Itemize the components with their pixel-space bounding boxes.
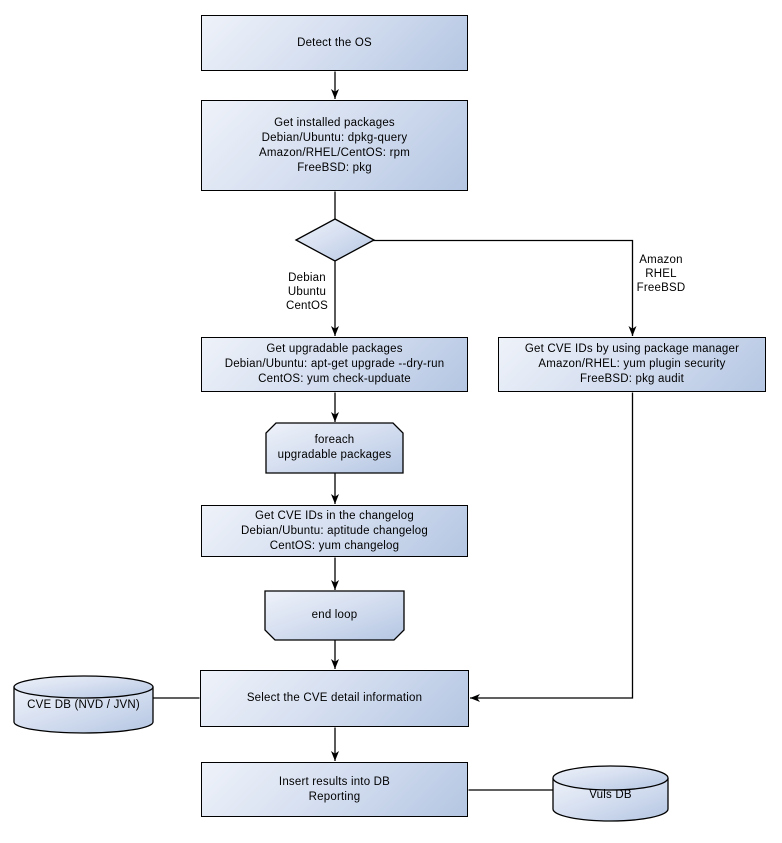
- detect-os-box: Detect the OS: [201, 15, 468, 71]
- branch-label-amazon-rhel-freebsd: Amazon RHEL FreeBSD: [636, 254, 686, 294]
- vuls-db-label: Vuls DB: [589, 788, 632, 801]
- get-installed-packages-box: Get installed packages Debian/Ubuntu: dp…: [201, 100, 468, 191]
- insert-results-box: Insert results into DB Reporting: [201, 762, 468, 817]
- connector-decision-to-package-manager: [373, 239, 637, 336]
- end-loop-label: end loop: [311, 609, 358, 621]
- cve-db-cylinder-top: [13, 675, 154, 699]
- get-upgradable-packages-box: Get upgradable packages Debian/Ubuntu: a…: [201, 337, 468, 392]
- os-decision-diamond: [294, 218, 376, 262]
- connectors: [153, 71, 637, 791]
- get-cve-ids-changelog-box: Get CVE IDs in the changelog Debian/Ubun…: [201, 505, 468, 557]
- end-loop-shape: [264, 590, 405, 641]
- branch-label-debian-ubuntu-centos: Debian Ubuntu CentOS: [285, 272, 329, 312]
- cve-db-cylinder: [13, 675, 154, 734]
- connector-package-manager-to-select: [470, 392, 634, 702]
- foreach-loop-start-shape: [265, 422, 404, 474]
- get-cve-ids-package-manager-box: Get CVE IDs by using package manager Ama…: [498, 337, 766, 392]
- vuls-db-cylinder-top: [552, 765, 669, 791]
- cve-db-label: CVE DB (NVD / JVN): [27, 698, 140, 711]
- foreach-loop-start-label: foreach upgradable packages: [277, 434, 392, 461]
- vuls-db-cylinder: [552, 765, 669, 822]
- select-cve-detail-box: Select the CVE detail information: [200, 670, 469, 727]
